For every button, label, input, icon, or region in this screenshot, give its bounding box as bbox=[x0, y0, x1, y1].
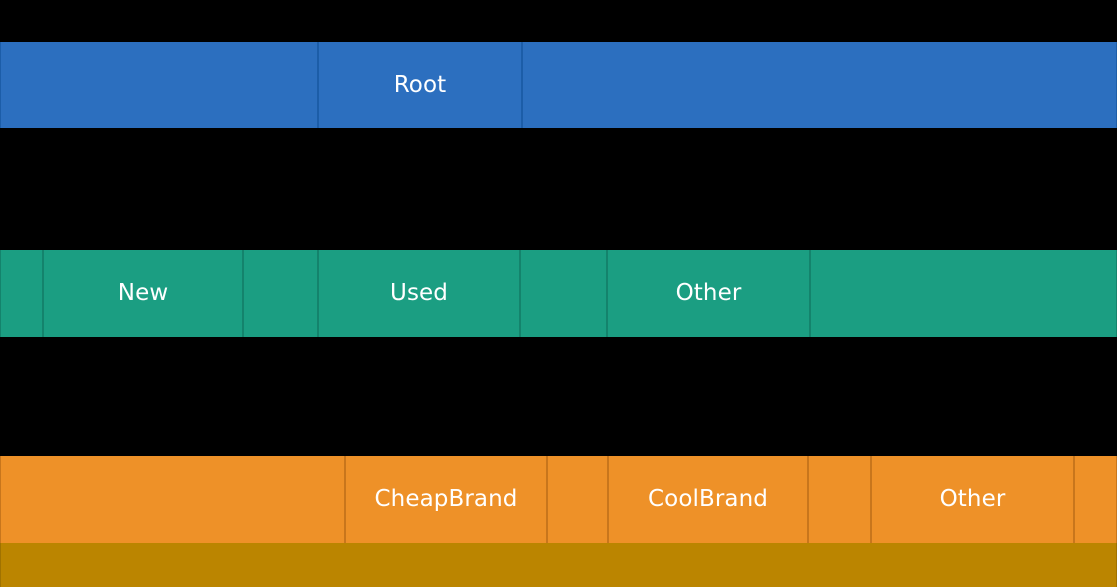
node-unlabeled[interactable] bbox=[522, 42, 1117, 128]
node-unlabeled[interactable] bbox=[0, 543, 1117, 587]
node-label: CheapBrand bbox=[374, 486, 518, 512]
category-level: New Used Other bbox=[0, 250, 1117, 337]
node-unlabeled[interactable] bbox=[808, 456, 871, 543]
node-unlabeled[interactable] bbox=[547, 456, 608, 543]
node-unlabeled[interactable] bbox=[0, 250, 43, 337]
node-label: Other bbox=[675, 280, 742, 306]
brand-level: CheapBrand CoolBrand Other bbox=[0, 456, 1117, 543]
node-unlabeled[interactable] bbox=[520, 250, 607, 337]
node-other[interactable]: Other bbox=[607, 250, 810, 337]
node-label: Used bbox=[390, 280, 448, 306]
node-label: Other bbox=[939, 486, 1006, 512]
node-unlabeled[interactable] bbox=[243, 250, 318, 337]
leaf-level bbox=[0, 543, 1117, 587]
root-level: Root bbox=[0, 42, 1117, 128]
node-label: Root bbox=[393, 71, 447, 98]
node-other[interactable]: Other bbox=[871, 456, 1074, 543]
node-unlabeled[interactable] bbox=[0, 456, 345, 543]
node-unlabeled[interactable] bbox=[1074, 456, 1117, 543]
node-cheapbrand[interactable]: CheapBrand bbox=[345, 456, 547, 543]
node-unlabeled[interactable] bbox=[810, 250, 1117, 337]
node-label: New bbox=[117, 280, 169, 306]
node-new[interactable]: New bbox=[43, 250, 243, 337]
node-root[interactable]: Root bbox=[318, 42, 522, 128]
node-unlabeled[interactable] bbox=[0, 42, 318, 128]
node-coolbrand[interactable]: CoolBrand bbox=[608, 456, 808, 543]
node-label: CoolBrand bbox=[648, 486, 768, 512]
node-used[interactable]: Used bbox=[318, 250, 520, 337]
